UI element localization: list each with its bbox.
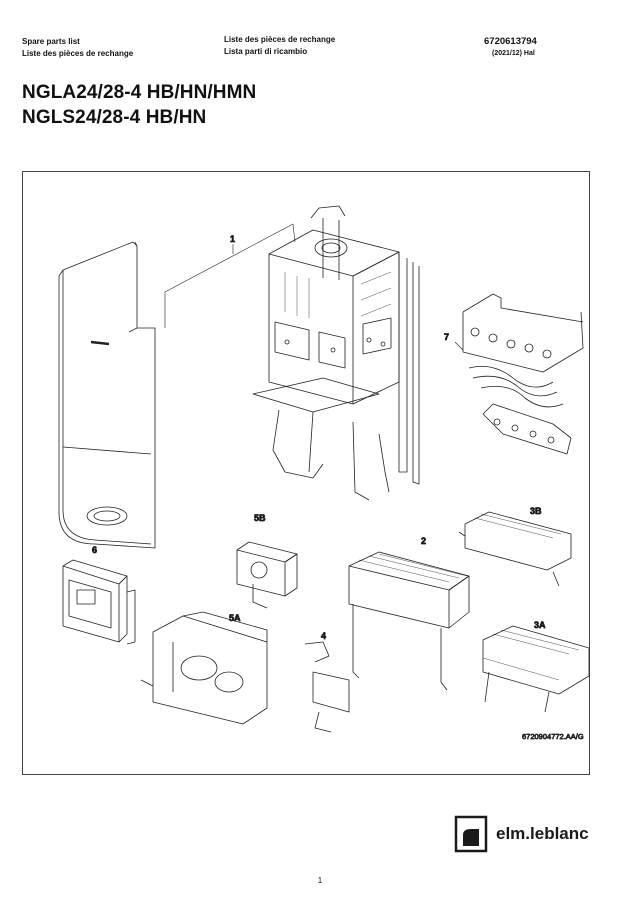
front-casing-drawing xyxy=(58,241,156,549)
casing-leader-lines xyxy=(164,223,296,328)
hydraulic-block-5b-drawing xyxy=(236,541,298,609)
gas-valve-drawing xyxy=(304,641,350,733)
control-box-drawing xyxy=(62,559,136,645)
doc-edition: (2021/12) Hal xyxy=(492,50,535,57)
exploded-parts-diagram: 1 7 5B 6 2 3B 5A 4 3A 6720904772.AA/G xyxy=(58,205,590,741)
header-left-line-1: Spare parts list xyxy=(22,37,80,46)
pump-group-5a-drawing xyxy=(140,611,268,725)
header-middle: Liste des pièces de rechange Lista parti… xyxy=(224,34,335,58)
boiler-body-drawing xyxy=(252,205,420,501)
callout-1: 1 xyxy=(230,234,235,244)
callout-7-leader xyxy=(454,341,464,351)
figure-reference: 6720904772.AA/G xyxy=(522,732,584,741)
page-title-line-1: NGLA24/28-4 HB/HN/HMN xyxy=(22,82,257,103)
heat-exchanger-drawing xyxy=(348,551,470,691)
header-middle-line-2: Lista parti di ricambio xyxy=(224,47,308,56)
callout-2: 2 xyxy=(421,536,426,546)
brand-name: elm.leblanc xyxy=(496,824,589,843)
elm-leblanc-logo-icon xyxy=(454,815,488,853)
header-right: 6720613794 (2021/12) Hal xyxy=(484,36,537,60)
page-title-line-2: NGLS24/28-4 HB/HN xyxy=(22,107,207,128)
exploded-diagram-frame: 1 7 5B 6 2 3B 5A 4 3A 6720904772.AA/G xyxy=(22,171,590,775)
header-middle-line-1: Liste des pièces de rechange xyxy=(224,35,336,44)
callout-6: 6 xyxy=(92,545,97,555)
header-left-line-2: Liste des pièces de rechange xyxy=(22,49,134,58)
callout-5b: 5B xyxy=(254,513,266,523)
burner-3b-drawing xyxy=(458,511,572,587)
callout-3a: 3A xyxy=(534,620,546,630)
hydraulic-group-drawing xyxy=(462,293,584,455)
callout-7: 7 xyxy=(444,332,449,342)
callout-4: 4 xyxy=(321,631,326,641)
brand-logo: elm.leblanc xyxy=(454,814,589,854)
page-number: 1 xyxy=(317,876,323,885)
callout-3b: 3B xyxy=(530,506,542,516)
header-left: Spare parts list Liste des pièces de rec… xyxy=(22,36,133,60)
doc-number: 6720613794 xyxy=(484,36,537,47)
burner-3a-drawing xyxy=(482,625,590,713)
callout-5a: 5A xyxy=(229,613,241,623)
